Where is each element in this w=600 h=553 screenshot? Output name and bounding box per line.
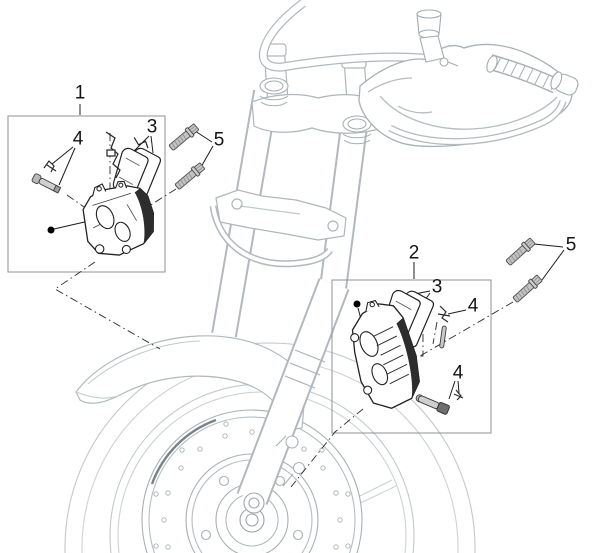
front-fender-art (75, 335, 305, 431)
pad-pin-left (31, 173, 62, 194)
brake-caliper-right (350, 299, 420, 409)
pad-pin-right (415, 394, 450, 415)
pad-clip-left (43, 160, 57, 173)
bullet-point-left (47, 226, 55, 234)
pad-spring-plate-left (105, 131, 121, 179)
fork-right-leg-art (236, 124, 368, 514)
brake-caliper-left (82, 180, 155, 256)
callout-4-right-bottom-label: 4 (452, 362, 464, 384)
callout-1-label: 1 (74, 82, 86, 104)
callout-5-right-label: 5 (565, 234, 577, 256)
pad-clip-right-top (437, 305, 451, 349)
fork-cap-art (259, 77, 372, 145)
callout-2-label: 2 (408, 242, 420, 264)
throttle-grip-art (486, 54, 579, 96)
bullet-point-right (353, 300, 361, 308)
callout-box-2 (331, 279, 492, 434)
mounting-bolt-right-lower (511, 273, 544, 305)
callout-5-left-label: 5 (213, 129, 225, 151)
callout-3-left-label: 3 (146, 116, 158, 138)
mounting-bolt-left-upper (167, 122, 201, 153)
master-cylinder-art (416, 9, 459, 67)
mounting-bolt-left-lower (173, 161, 207, 192)
callout-4-left-label: 4 (72, 128, 84, 150)
pad-clip-right-bottom (453, 389, 464, 401)
callout-3-right-label: 3 (431, 276, 443, 298)
callout-4-right-top-label: 4 (467, 295, 479, 317)
lower-triple-clamp-art (209, 189, 347, 268)
mounting-bolt-right-upper (504, 236, 537, 268)
callout-box-1 (7, 115, 166, 273)
